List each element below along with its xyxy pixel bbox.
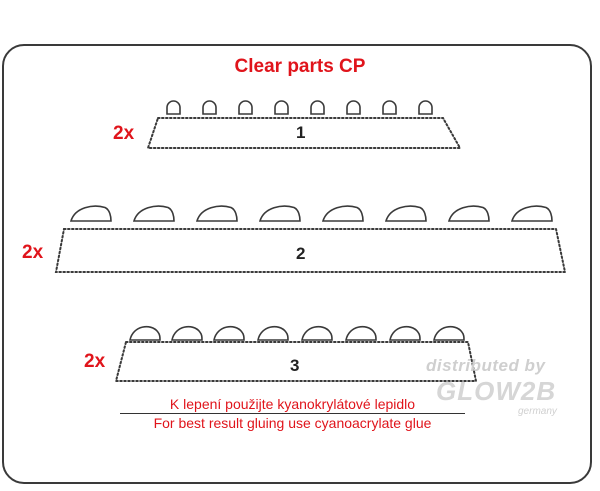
part-3-dome-6 [345,325,377,341]
part-1-dome-2 [202,100,217,115]
part-2-quantity: 2x [22,242,44,263]
part-1-outline [146,117,462,149]
part-2-dome-5 [321,205,364,222]
part-2-dome-1 [69,205,112,222]
part-3-dome-5 [301,325,333,341]
part-1-dome-4 [274,100,289,115]
part-2-strip [54,205,567,273]
part-3-dome-8 [433,325,465,341]
note-divider [120,413,465,414]
part-2-dome-6 [384,205,427,222]
part-2-dome-7 [447,205,490,222]
part-1-dome-3 [238,100,253,115]
part-2-dome-8 [510,205,553,222]
part-3-dome-7 [389,325,421,341]
part-3-number: 3 [290,356,300,375]
watermark-distributed-by: distributed by [426,356,546,375]
part-1-number: 1 [296,123,306,142]
part-2-dome-4 [258,205,301,222]
part-3-dome-4 [257,325,289,341]
part-2-outline [54,228,567,273]
part-1-dome-1 [166,100,181,115]
part-3-outline [114,341,478,382]
instruction-card [2,44,592,484]
part-1-dome-7 [382,100,397,115]
glue-note-english: For best result gluing use cyanoacrylate… [153,415,432,431]
watermark-germany: germany [518,406,557,417]
glue-note-czech: K lepení použijte kyanokrylátové lepidlo [169,396,416,412]
part-2-number: 2 [296,244,306,263]
part-3-dome-1 [129,325,161,341]
part-1-dome-5 [310,100,325,115]
part-1-quantity: 2x [113,123,135,144]
part-2-dome-3 [195,205,238,222]
watermark-logo: GLOW2B [436,376,557,406]
part-1-dome-8 [418,100,433,115]
part-2-dome-2 [132,205,175,222]
part-3-dome-3 [213,325,245,341]
sheet-title: Clear parts CP [234,56,366,77]
part-3-strip [114,325,478,382]
part-1-strip [146,100,462,149]
part-1-dome-6 [346,100,361,115]
part-3-dome-2 [171,325,203,341]
part-3-quantity: 2x [84,351,106,372]
